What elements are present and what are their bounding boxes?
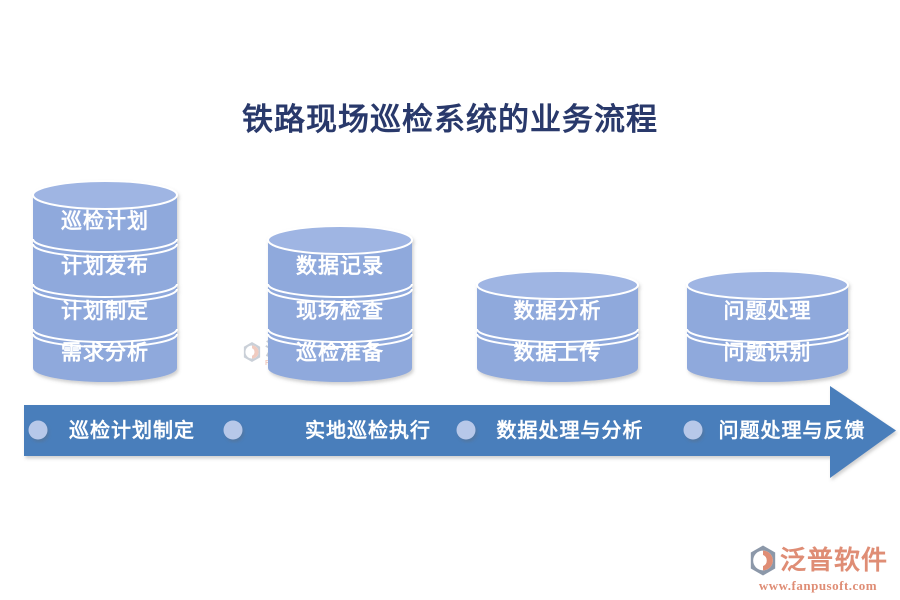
segment-divider — [32, 238, 178, 253]
cylinder-top-ellipse — [686, 270, 849, 300]
cylinder-top-ellipse — [267, 225, 413, 255]
cylinder-body — [268, 240, 412, 382]
segment-divider — [267, 283, 413, 298]
stack-segment-label: 数据上传 — [514, 342, 602, 365]
brand-name: 泛普软件 — [779, 545, 888, 575]
segment-divider — [32, 243, 178, 258]
step-label: 巡检计划制定 — [69, 418, 195, 442]
step-label: 问题处理与反馈 — [719, 418, 866, 442]
segment-divider — [686, 333, 849, 348]
stack-segment-label: 计划发布 — [61, 254, 149, 278]
step-bullet — [28, 420, 48, 440]
segment-divider — [267, 328, 413, 343]
segment-divider — [32, 283, 178, 298]
step-bullet — [683, 420, 703, 440]
stack-segment-label: 需求分析 — [61, 341, 149, 365]
fanpu-logo-icon — [243, 342, 261, 362]
stack-segment-label: 巡检计划 — [61, 209, 149, 233]
segment-divider — [267, 333, 413, 348]
step-label: 实地巡检执行 — [305, 418, 431, 442]
step-bullet — [456, 420, 476, 440]
cylinder-body — [33, 195, 177, 382]
segment-divider — [32, 328, 178, 343]
stack-segment-label: 计划制定 — [61, 299, 149, 323]
stack-segment-label: 问题处理 — [724, 300, 812, 323]
segment-divider — [32, 288, 178, 303]
stack-segment-label: 问题识别 — [724, 342, 812, 365]
step-label: 数据处理与分析 — [497, 418, 644, 442]
brand-website: www.fanpusoft.com — [758, 578, 878, 593]
step-bullet — [223, 420, 243, 440]
segment-divider — [32, 333, 178, 348]
segment-divider — [686, 328, 849, 343]
stack-segment-label: 数据分析 — [514, 299, 602, 323]
stack-segment-label: 巡检准备 — [296, 341, 384, 365]
cylinder-top-ellipse — [476, 270, 639, 300]
segment-divider — [476, 328, 639, 343]
diagram-title: 铁路现场巡检系统的业务流程 — [242, 102, 658, 137]
stack-segment-label: 现场检查 — [296, 299, 384, 323]
cylinder-body — [687, 285, 848, 382]
brand-footer: 泛普软件 www.fanpusoft.com — [748, 544, 888, 592]
fanpu-logo-icon — [750, 545, 776, 576]
segment-divider — [267, 288, 413, 303]
cylinder-body — [477, 285, 638, 382]
stack-segment-label: 数据记录 — [296, 255, 384, 278]
segment-divider — [476, 333, 639, 348]
cylinder-top-ellipse — [32, 180, 178, 210]
